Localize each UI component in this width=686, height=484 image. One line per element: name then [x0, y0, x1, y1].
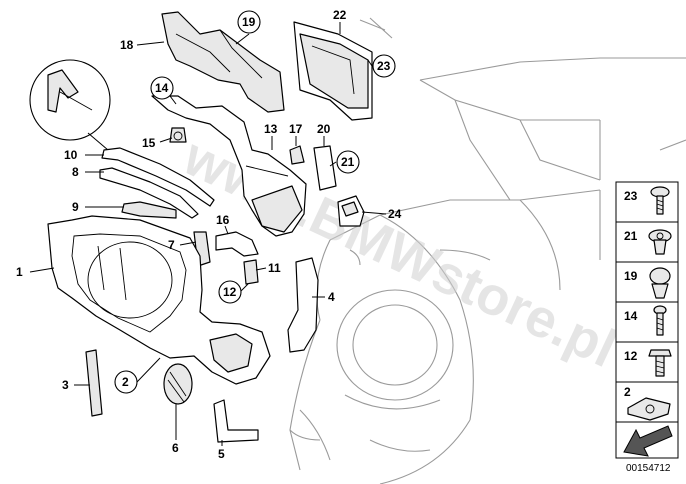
part-1-front-carrier — [47, 215, 271, 385]
callout-19: 19 — [242, 15, 256, 29]
legend-item-12: 12 — [615, 341, 679, 383]
callout-9: 9 — [72, 200, 79, 214]
callout-19-circle — [237, 10, 261, 34]
callout-23-circle — [372, 54, 396, 78]
part-15-clip — [169, 127, 187, 143]
callout-14-circle — [150, 76, 174, 100]
svg-text:19: 19 — [624, 269, 638, 283]
part-10-seal — [101, 147, 215, 207]
callout-15: 15 — [142, 136, 156, 150]
callout-6: 6 — [172, 441, 179, 455]
callout-13: 13 — [264, 122, 278, 136]
part-17-clip — [289, 145, 305, 165]
callout-1: 1 — [16, 265, 23, 279]
part-9-strip — [121, 201, 177, 219]
part-8-seal — [99, 167, 199, 219]
callout-4: 4 — [328, 290, 335, 304]
legend-item-19: 19 — [615, 261, 679, 303]
part-5-angle — [213, 399, 259, 443]
callout-2: 2 — [122, 375, 129, 389]
bolt-icon — [653, 305, 667, 336]
callout-5: 5 — [218, 447, 225, 461]
callout-3: 3 — [62, 378, 69, 392]
callout-16: 16 — [216, 213, 230, 227]
callout-10: 10 — [64, 148, 78, 162]
part-6-grille — [163, 363, 193, 405]
svg-text:2: 2 — [624, 385, 631, 399]
leader-lines — [29, 22, 387, 446]
callout-20: 20 — [317, 122, 331, 136]
part-22-box — [293, 21, 373, 121]
callout-8: 8 — [72, 165, 79, 179]
part-16-bracket — [215, 231, 259, 257]
callout-18: 18 — [120, 38, 134, 52]
part-18-upper-duct — [161, 11, 285, 113]
direction-arrow-icon — [623, 425, 673, 457]
part-13-bracket — [151, 95, 307, 237]
callout-22: 22 — [333, 8, 347, 22]
callout-12: 12 — [223, 285, 237, 299]
callout-24: 24 — [388, 207, 402, 221]
callout-17: 17 — [289, 122, 303, 136]
expanding-rivet-icon — [648, 229, 672, 255]
part-20-strip — [313, 145, 337, 191]
hex-bolt-icon — [648, 349, 672, 377]
legend-item-2: 2 — [615, 381, 679, 423]
callout-21-circle — [336, 150, 360, 174]
svg-text:14: 14 — [624, 309, 638, 323]
callout-14: 14 — [155, 81, 169, 95]
svg-text:23: 23 — [624, 189, 638, 203]
legend-item-21: 21 — [615, 221, 679, 263]
legend-item-23: 23 — [615, 181, 679, 223]
part-11-clip — [243, 259, 259, 285]
callout-2-circle — [114, 370, 138, 394]
part-24-block — [337, 195, 365, 227]
legend-item-14: 14 — [615, 301, 679, 343]
callout-23: 23 — [377, 59, 391, 73]
fastener-legend: 23 21 19 — [615, 181, 679, 459]
part-3-bar — [85, 349, 103, 417]
callout-12-circle — [218, 280, 242, 304]
detail-inset — [29, 59, 111, 151]
svg-text:12: 12 — [624, 349, 638, 363]
document-id: 00154712 — [626, 463, 671, 474]
callout-11: 11 — [268, 261, 281, 275]
callout-labels: 1 2 3 4 5 6 7 8 9 10 11 12 13 14 15 16 1… — [16, 8, 402, 461]
plastic-clip-icon — [649, 267, 671, 299]
svg-text:21: 21 — [624, 229, 638, 243]
part-4-bracket — [287, 257, 319, 353]
screw-icon — [650, 186, 670, 215]
callout-7: 7 — [168, 238, 175, 252]
callout-21: 21 — [341, 155, 355, 169]
spring-nut-icon — [627, 397, 671, 421]
legend-item-arrow — [615, 421, 679, 459]
